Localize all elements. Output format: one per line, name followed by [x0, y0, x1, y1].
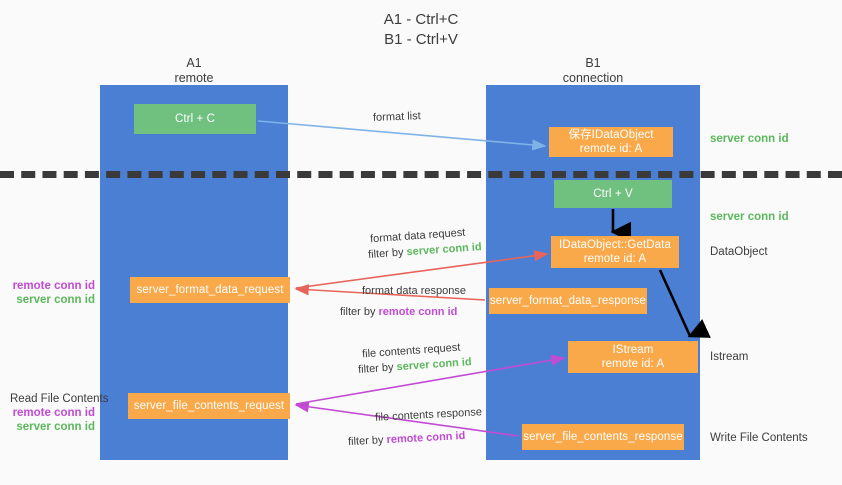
column-b1-name: B1: [585, 56, 601, 70]
node-idataobject-line1: 保存IDataObject: [568, 129, 654, 141]
node-server-format-data-request-label: server_format_data_request: [136, 284, 284, 296]
node-ctrl-c-label: Ctrl + C: [174, 113, 216, 125]
node-ctrl-v-label: Ctrl + V: [593, 188, 633, 200]
filter-value-server-conn-id: server conn id: [406, 241, 482, 259]
right-label-write-file-contents: Write File Contents: [710, 432, 808, 444]
right-label-dataobject: DataObject: [710, 246, 768, 258]
node-istream-line2: remote id: A: [601, 358, 665, 370]
node-server-format-data-response-label: server_format_data_response: [489, 295, 647, 307]
left-label-server-conn-id-1: server conn id: [16, 294, 95, 306]
column-header-a1: A1 remote: [100, 56, 288, 86]
node-idataobject[interactable]: 保存IDataObject remote id: A: [549, 127, 673, 157]
filter-prefix: filter by: [367, 246, 407, 261]
page-title: A1 - Ctrl+C B1 - Ctrl+V: [0, 10, 842, 50]
edge-label-file-contents-response-filter: filter by remote conn id: [348, 429, 466, 449]
right-label-istream: Istream: [710, 351, 749, 363]
left-label-remote-conn-id-2: remote conn id: [12, 407, 95, 419]
filter-value-remote-conn-id: remote conn id: [378, 306, 458, 318]
node-server-file-contents-response-label: server_file_contents_response: [523, 431, 683, 443]
edge-label-format-list: format list: [372, 110, 421, 124]
node-getdata-line1: IDataObject::GetData: [559, 239, 671, 251]
left-label-server-conn-id-2: server conn id: [16, 421, 95, 433]
edge-label-file-contents-response: file contents response: [374, 406, 483, 424]
filter-prefix: filter by: [340, 306, 379, 318]
filter-value-server-conn-id: server conn id: [396, 356, 472, 374]
edge-label-format-data-response-filter: filter by remote conn id: [340, 305, 457, 319]
node-server-file-contents-response[interactable]: server_file_contents_response: [522, 424, 684, 450]
left-label-remote-conn-id-1: remote conn id: [12, 280, 95, 292]
right-label-server-conn-id-mid: server conn id: [710, 211, 789, 223]
node-server-format-data-response[interactable]: server_format_data_response: [489, 288, 647, 314]
filter-prefix: filter by: [347, 434, 387, 449]
left-label-read-file-contents-group: Read File Contents remote conn id server…: [10, 392, 109, 434]
title-line-1: A1 - Ctrl+C: [383, 11, 459, 28]
node-server-file-contents-request-label: server_file_contents_request: [133, 400, 285, 412]
divider-dashed-line: [0, 171, 842, 178]
node-server-format-data-request[interactable]: server_format_data_request: [130, 277, 290, 303]
right-label-server-conn-id-top: server conn id: [710, 133, 789, 145]
edge-label-format-data-response: format data response: [362, 285, 466, 297]
node-getdata-line2: remote id: A: [583, 253, 647, 265]
column-a1-name: A1: [186, 56, 202, 70]
column-b1-subtitle: connection: [562, 71, 624, 85]
column-a1-subtitle: remote: [174, 71, 214, 85]
node-ctrl-c[interactable]: Ctrl + C: [134, 104, 256, 134]
left-label-conn-ids-top: remote conn id server conn id: [10, 279, 95, 307]
node-istream[interactable]: IStream remote id: A: [568, 341, 698, 373]
node-server-file-contents-request[interactable]: server_file_contents_request: [128, 393, 290, 419]
filter-prefix: filter by: [357, 361, 397, 376]
node-ctrl-v[interactable]: Ctrl + V: [554, 180, 672, 208]
node-istream-line1: IStream: [612, 344, 654, 356]
node-idataobject-line2: remote id: A: [579, 143, 643, 155]
node-idataobject-getdata[interactable]: IDataObject::GetData remote id: A: [551, 236, 679, 268]
left-label-read-file-contents: Read File Contents: [10, 393, 109, 405]
column-header-b1: B1 connection: [486, 56, 700, 86]
title-line-2: B1 - Ctrl+V: [384, 31, 458, 48]
filter-value-remote-conn-id: remote conn id: [386, 429, 466, 447]
